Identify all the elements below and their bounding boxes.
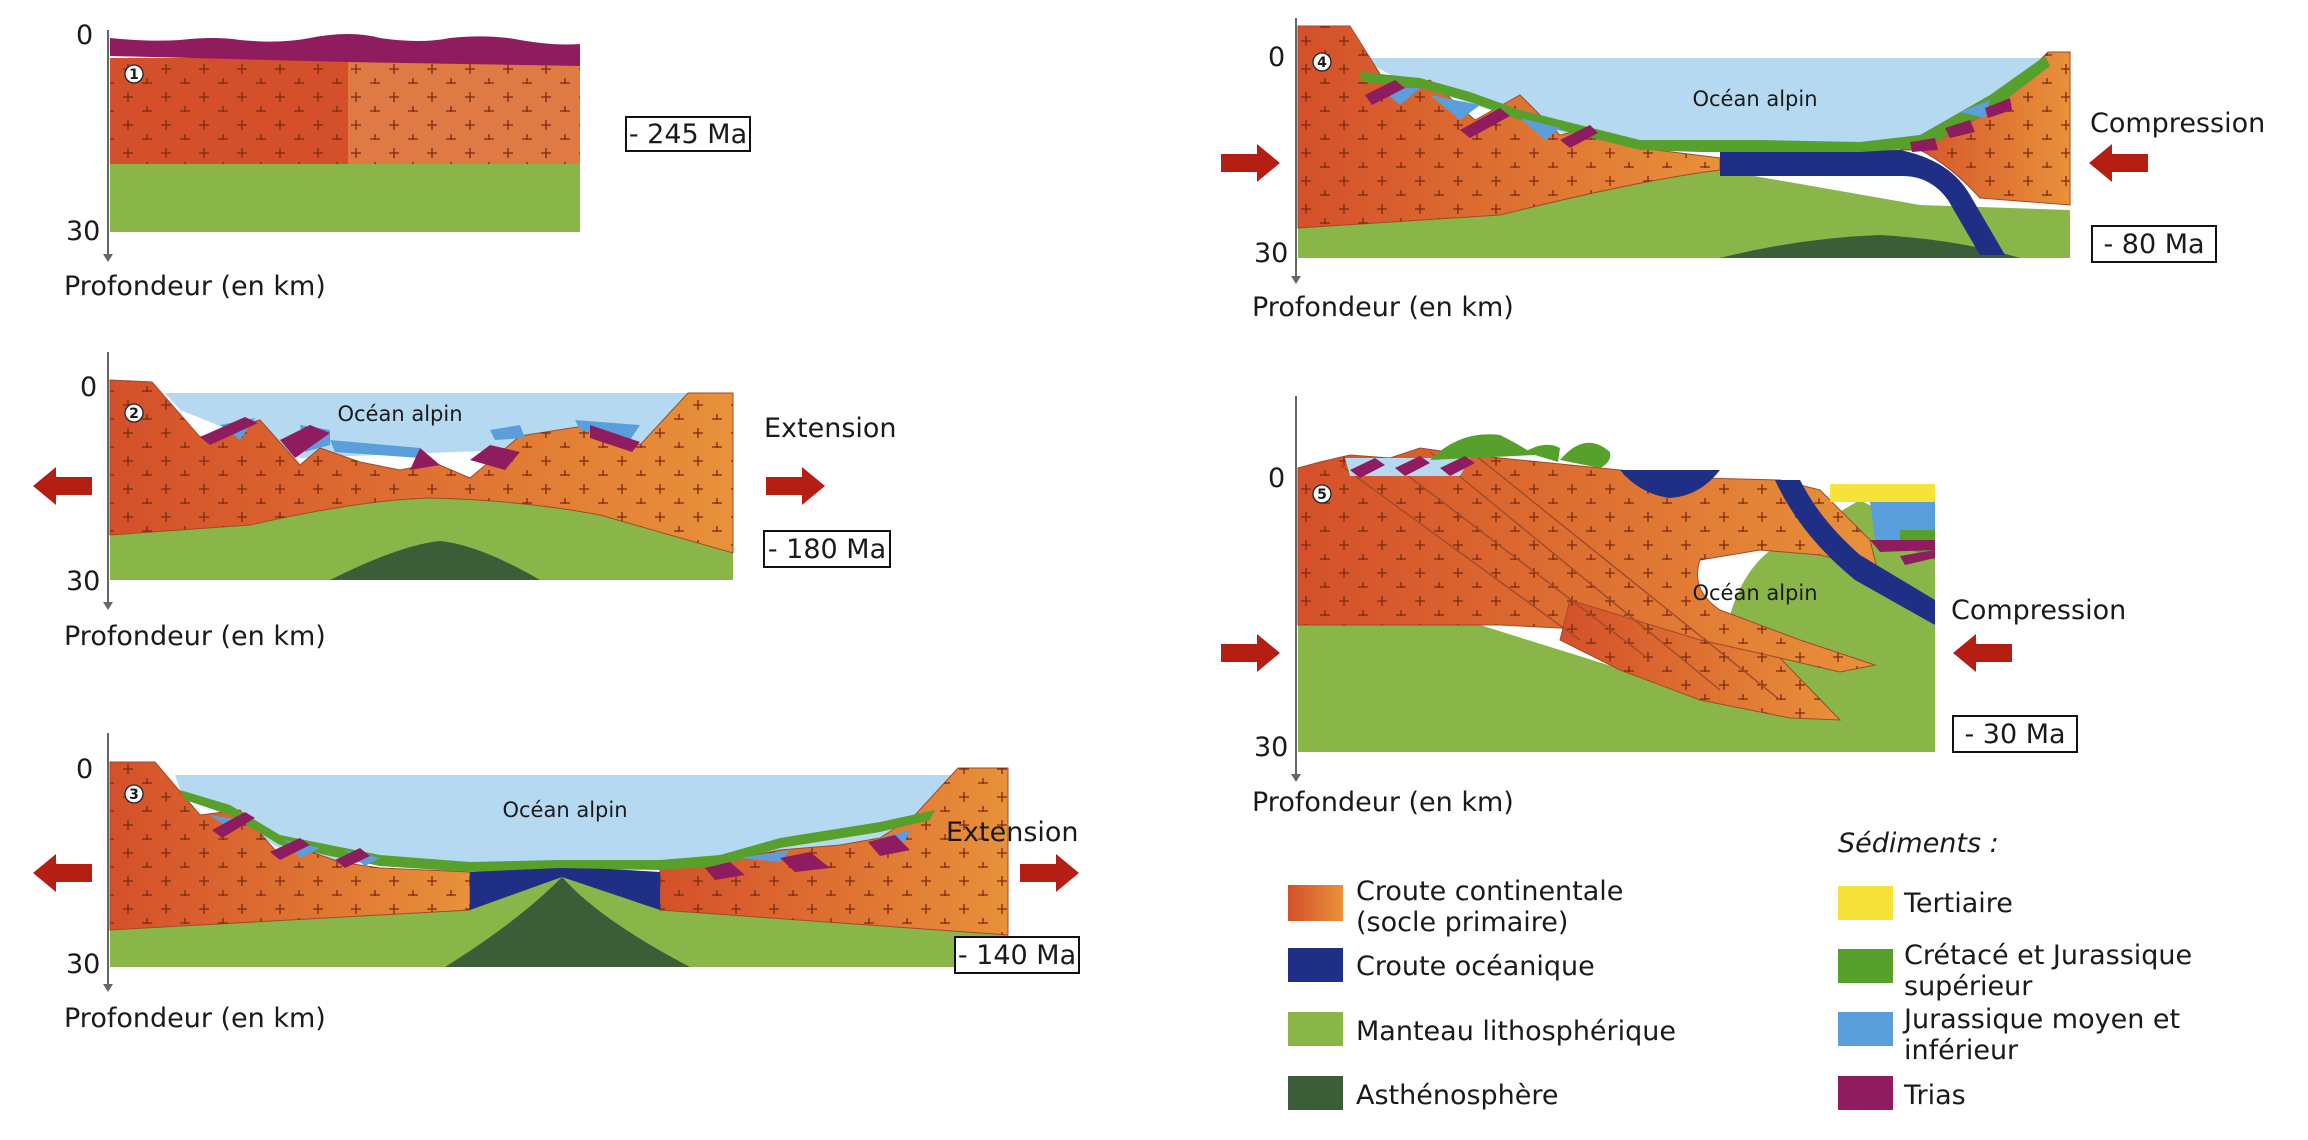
legend-sediments-title: Sédiments :	[1838, 828, 1999, 859]
panel-4-age-box	[2091, 225, 2217, 263]
panel-2-axis-arrow-icon	[103, 602, 113, 610]
panel-3-asthenosphere	[445, 877, 690, 967]
legend-label-continental-crust: Croute continentale	[1356, 876, 1623, 907]
panel-2-ocean-label: Océan alpin	[337, 402, 462, 426]
panel-4: 0 30 Profondeur (en km) Océan alpin	[1221, 18, 2265, 323]
legend-swatch-cretaceous	[1838, 949, 1893, 983]
panel-2-asthenosphere	[330, 541, 540, 580]
panel-5-movement: Compression	[1951, 595, 2126, 626]
panel-3-age-box	[954, 936, 1080, 974]
panel-3: 0 30 Profondeur (en km) Océan alpin	[33, 733, 1080, 1034]
panel-5-axis-arrow-icon	[1291, 774, 1301, 782]
legend-swatch-continental-crust	[1288, 885, 1343, 921]
panel-5-age-box	[1952, 715, 2078, 753]
panel-5-tick-30: 30	[1254, 732, 1288, 763]
legend-label-tertiary: Tertiaire	[1903, 888, 2013, 919]
panel-1-tick-0: 0	[76, 20, 93, 51]
panel-1-number: 1	[129, 67, 139, 83]
legend-swatch-oceanic-crust	[1288, 948, 1343, 982]
panel-5-cretaceous	[1430, 434, 1535, 460]
panel-4-ocean	[1360, 58, 2045, 152]
panel-4-ocean-label: Océan alpin	[1692, 87, 1817, 111]
panel-1: 0 30 Profondeur (en km) 1 - 245 Ma	[64, 20, 751, 302]
legend-label-cretaceous: Crétacé et Jurassique	[1904, 940, 2192, 971]
panel-2-left-arrow-icon	[33, 467, 92, 505]
panel-3-right-arrow-icon	[1020, 854, 1079, 892]
panel-1-age-box	[625, 116, 751, 152]
legend-label-lithospheric-mantle: Manteau lithosphérique	[1356, 1016, 1676, 1047]
panel-4-oceanic-crust	[1720, 150, 2005, 255]
panel-1-mantle	[110, 162, 580, 232]
panel-1-tick-30: 30	[66, 216, 100, 247]
panel-2-axis-label: Profondeur (en km)	[64, 621, 326, 652]
panel-3-tick-30: 30	[66, 949, 100, 980]
panel-2-right-arrow-icon	[766, 467, 825, 505]
panel-5-number: 5	[1317, 487, 1327, 503]
legend: Croute continentale (socle primaire) Cro…	[1288, 828, 2192, 1111]
legend-label-trias: Trias	[1903, 1080, 1966, 1111]
legend-label-continental-crust-sub: (socle primaire)	[1356, 907, 1568, 938]
panel-1-age: - 245 Ma	[629, 119, 747, 150]
panel-3-tick-0: 0	[76, 754, 93, 785]
panel-4-cretaceous-cover	[1360, 56, 2050, 152]
panel-5-oceanic-slab	[1775, 480, 1935, 625]
panel-2-mantle	[110, 498, 733, 580]
panel-5-left-arrow-icon	[1221, 634, 1280, 672]
panel-3-trias	[212, 812, 255, 838]
panel-3-cretaceous-cover	[180, 790, 935, 872]
panel-5-oceanic-nappe	[1620, 470, 1720, 498]
legend-label-oceanic-crust: Croute océanique	[1356, 951, 1595, 982]
panel-2: 0 30 Profondeur (en km) Océan alpin 2 Ex…	[33, 352, 897, 652]
legend-swatch-asthenosphere	[1288, 1076, 1343, 1110]
panel-2-number: 2	[129, 406, 139, 422]
panel-5-tick-0: 0	[1268, 463, 1285, 494]
panel-3-number: 3	[129, 787, 139, 803]
panel-4-axis-label: Profondeur (en km)	[1252, 292, 1514, 323]
panel-2-age: - 180 Ma	[768, 534, 886, 565]
legend-label-jurassic-sub: inférieur	[1904, 1035, 2019, 1066]
panel-4-tick-30: 30	[1254, 238, 1288, 269]
panel-2-age-box	[763, 530, 891, 568]
legend-label-asthenosphere: Asthénosphère	[1356, 1080, 1559, 1111]
panel-3-oceanic-crust	[470, 866, 660, 910]
panel-1-trias-layer	[110, 34, 580, 66]
panel-5-ocean-label: Océan alpin	[1692, 581, 1817, 605]
panel-5-tertiary	[1830, 484, 1935, 502]
panel-3-axis-label: Profondeur (en km)	[64, 1003, 326, 1034]
panel-2-tick-0: 0	[80, 372, 97, 403]
panel-5-axis-label: Profondeur (en km)	[1252, 787, 1514, 818]
panel-4-age: - 80 Ma	[2103, 229, 2204, 260]
panel-3-left-arrow-icon	[33, 854, 92, 892]
panel-1-axis-label: Profondeur (en km)	[64, 271, 326, 302]
panel-4-movement: Compression	[2090, 108, 2265, 139]
panel-3-movement: Extension	[946, 817, 1079, 848]
legend-swatch-tertiary	[1838, 886, 1893, 920]
panel-3-ocean-label: Océan alpin	[502, 798, 627, 822]
panel-4-right-arrow-icon	[2089, 144, 2148, 182]
panel-4-tick-0: 0	[1268, 42, 1285, 73]
panel-4-axis-arrow-icon	[1291, 276, 1301, 284]
panel-4-trias	[1365, 80, 1405, 105]
legend-swatch-jurassic	[1838, 1012, 1893, 1046]
legend-label-cretaceous-sub: supérieur	[1904, 971, 2033, 1002]
panel-1-axis-arrow-icon	[103, 254, 113, 262]
panel-4-asthenosphere	[1720, 235, 2020, 258]
panel-3-age: - 140 Ma	[958, 940, 1076, 971]
panel-5: 0 30 Profondeur (en km) Océan al	[1221, 396, 2126, 818]
panel-2-trias	[200, 417, 258, 445]
panel-5-right-arrow-icon	[1953, 634, 2012, 672]
legend-swatch-trias	[1838, 1076, 1893, 1110]
panel-5-age: - 30 Ma	[1964, 719, 2065, 750]
panel-3-axis-arrow-icon	[103, 984, 113, 992]
legend-swatch-lithospheric-mantle	[1288, 1012, 1343, 1046]
panel-4-left-arrow-icon	[1221, 144, 1280, 182]
legend-label-jurassic: Jurassique moyen et	[1902, 1004, 2180, 1035]
panel-2-movement: Extension	[764, 413, 897, 444]
panel-4-number: 4	[1317, 55, 1327, 71]
panel-2-tick-30: 30	[66, 566, 100, 597]
